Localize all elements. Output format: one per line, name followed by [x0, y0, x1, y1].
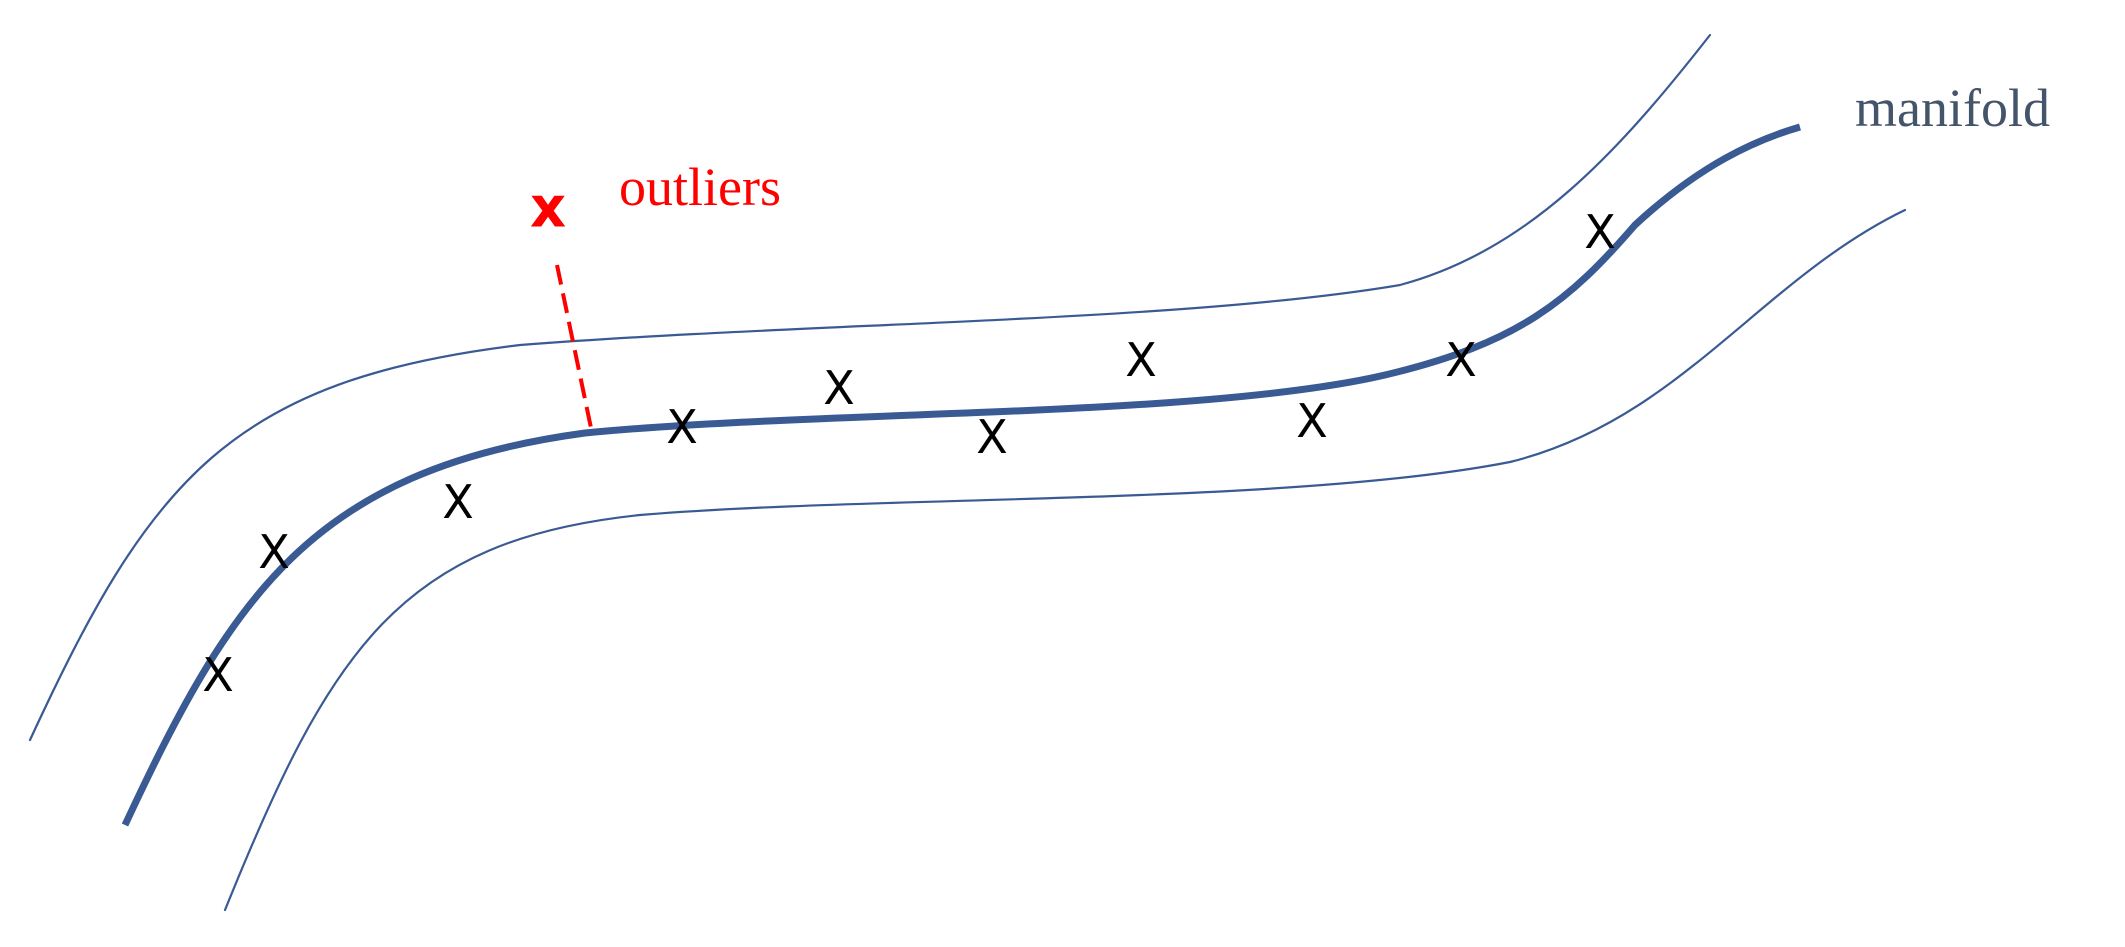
sample-markers: X X X X X X X X X X [202, 205, 1616, 702]
outlier-marker: x [530, 176, 566, 241]
sample-marker: X [1296, 394, 1328, 448]
sample-marker: X [1125, 333, 1157, 387]
outlier-connector-line [555, 264, 593, 429]
sample-marker: X [442, 475, 474, 529]
sample-marker: X [1445, 333, 1477, 387]
lower-boundary-curve [223, 208, 1907, 912]
manifold-curve [121, 123, 1801, 827]
sample-marker: X [1584, 205, 1616, 259]
sample-marker: X [666, 400, 698, 454]
sample-marker: X [823, 361, 855, 415]
sample-marker: X [976, 410, 1008, 464]
sample-marker: X [202, 648, 234, 702]
outliers-label: outliers [619, 157, 781, 217]
upper-boundary-curve [28, 33, 1712, 742]
manifold-label: manifold [1855, 78, 2050, 138]
sample-marker: X [258, 525, 290, 579]
